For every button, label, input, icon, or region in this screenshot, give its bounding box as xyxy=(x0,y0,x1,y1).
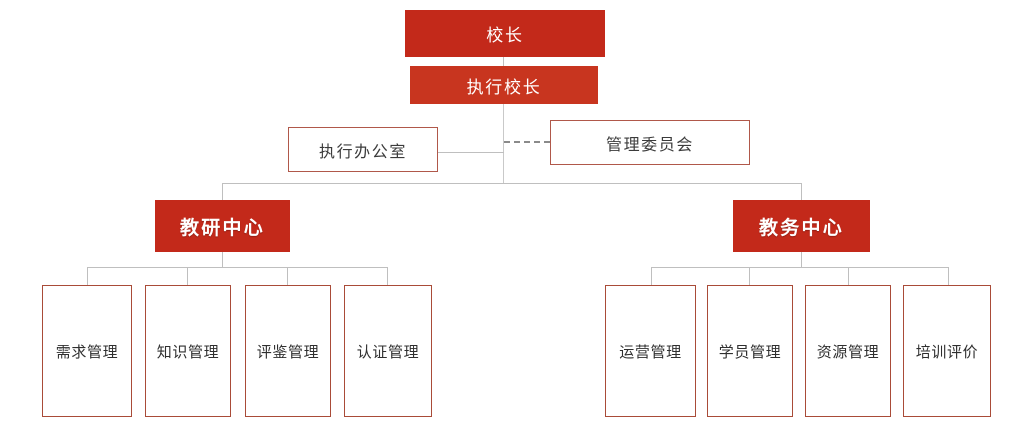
node-principal-label: 校长 xyxy=(486,26,524,46)
connector-research-drop-4 xyxy=(387,267,388,285)
leaf-label: 资源管理 xyxy=(816,342,880,361)
connector-academic-stem xyxy=(801,252,802,267)
connector-academic-drop-2 xyxy=(749,267,750,285)
connector-main-trunk xyxy=(503,104,504,184)
node-research-center-label: 教研中心 xyxy=(179,216,266,239)
connector-office-to-trunk xyxy=(438,152,504,153)
connector-drop-academic-center xyxy=(801,183,802,200)
connector-drop-research-center xyxy=(222,183,223,200)
node-management-committee[interactable]: 管理委员会 xyxy=(550,120,750,165)
connector-principal-to-executive xyxy=(503,57,504,66)
node-academic-center-label: 教务中心 xyxy=(758,216,845,239)
leaf-label: 学员管理 xyxy=(718,342,782,361)
connector-research-bus xyxy=(87,267,387,268)
node-executive-principal[interactable]: 执行校长 xyxy=(410,66,598,104)
node-executive-office[interactable]: 执行办公室 xyxy=(288,127,438,172)
node-executive-office-label: 执行办公室 xyxy=(318,141,407,161)
leaf-box[interactable]: 需求管理 xyxy=(42,285,132,417)
leaf-label: 培训评价 xyxy=(915,342,979,361)
node-executive-principal-label: 执行校长 xyxy=(466,77,542,98)
leaf-box[interactable]: 知识管理 xyxy=(145,285,231,417)
leaf-label: 认证管理 xyxy=(356,342,420,361)
leaf-box[interactable]: 资源管理 xyxy=(805,285,891,417)
connector-research-stem xyxy=(222,252,223,267)
leaf-box[interactable]: 培训评价 xyxy=(903,285,991,417)
connector-research-drop-3 xyxy=(287,267,288,285)
connector-research-drop-1 xyxy=(87,267,88,285)
node-academic-center[interactable]: 教务中心 xyxy=(733,200,870,252)
node-management-committee-label: 管理委员会 xyxy=(605,134,694,154)
leaf-label: 需求管理 xyxy=(55,342,119,361)
leaf-box[interactable]: 运营管理 xyxy=(605,285,696,417)
leaf-box[interactable]: 评鉴管理 xyxy=(245,285,331,417)
node-research-center[interactable]: 教研中心 xyxy=(155,200,290,252)
node-principal[interactable]: 校长 xyxy=(405,10,605,57)
connector-centers-bus xyxy=(222,183,802,184)
leaf-label: 评鉴管理 xyxy=(256,342,320,361)
connector-trunk-to-committee-dashed xyxy=(504,141,550,143)
leaf-label: 知识管理 xyxy=(156,342,220,361)
leaf-box[interactable]: 认证管理 xyxy=(344,285,432,417)
connector-research-drop-2 xyxy=(187,267,188,285)
leaf-box[interactable]: 学员管理 xyxy=(707,285,793,417)
connector-academic-drop-1 xyxy=(651,267,652,285)
connector-academic-bus xyxy=(651,267,948,268)
connector-academic-drop-3 xyxy=(848,267,849,285)
leaf-label: 运营管理 xyxy=(619,342,682,361)
connector-academic-drop-4 xyxy=(948,267,949,285)
